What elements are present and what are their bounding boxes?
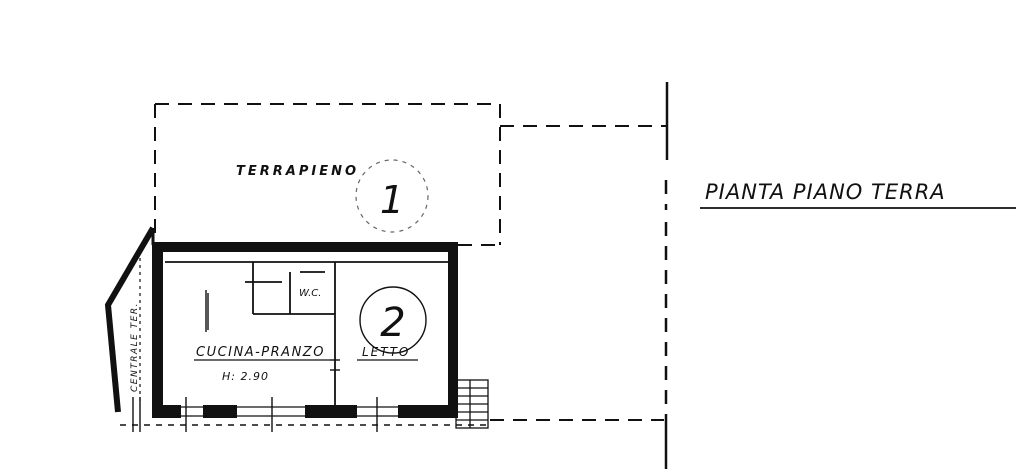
- mark-2-label: 2: [380, 300, 405, 346]
- fixture-marks: [205, 290, 340, 371]
- bedroom-label: LETTO: [362, 345, 410, 359]
- wc-label: W.C.: [299, 288, 321, 299]
- interior-partitions: [165, 261, 448, 405]
- mark-1-label: 1: [380, 178, 404, 222]
- embankment-outline: [154, 103, 666, 421]
- boiler-room-walls: [104, 226, 156, 413]
- property-boundary-line: [664, 82, 669, 469]
- embankment-label: TERRAPIENO: [236, 164, 359, 179]
- plan-title: PIANTA PIANO TERRA: [705, 180, 946, 204]
- height-label: H: 2.90: [222, 370, 269, 383]
- dimension-ticks: [120, 397, 490, 432]
- boiler-room-label: CENTRALE TER.: [130, 302, 140, 392]
- circle-mark-2: 2: [359, 286, 427, 354]
- exterior-walls: [152, 242, 458, 418]
- kitchen-label: CUCINA-PRANZO: [196, 345, 325, 360]
- circle-mark-1: 1: [355, 159, 429, 233]
- exterior-stair: [455, 379, 489, 429]
